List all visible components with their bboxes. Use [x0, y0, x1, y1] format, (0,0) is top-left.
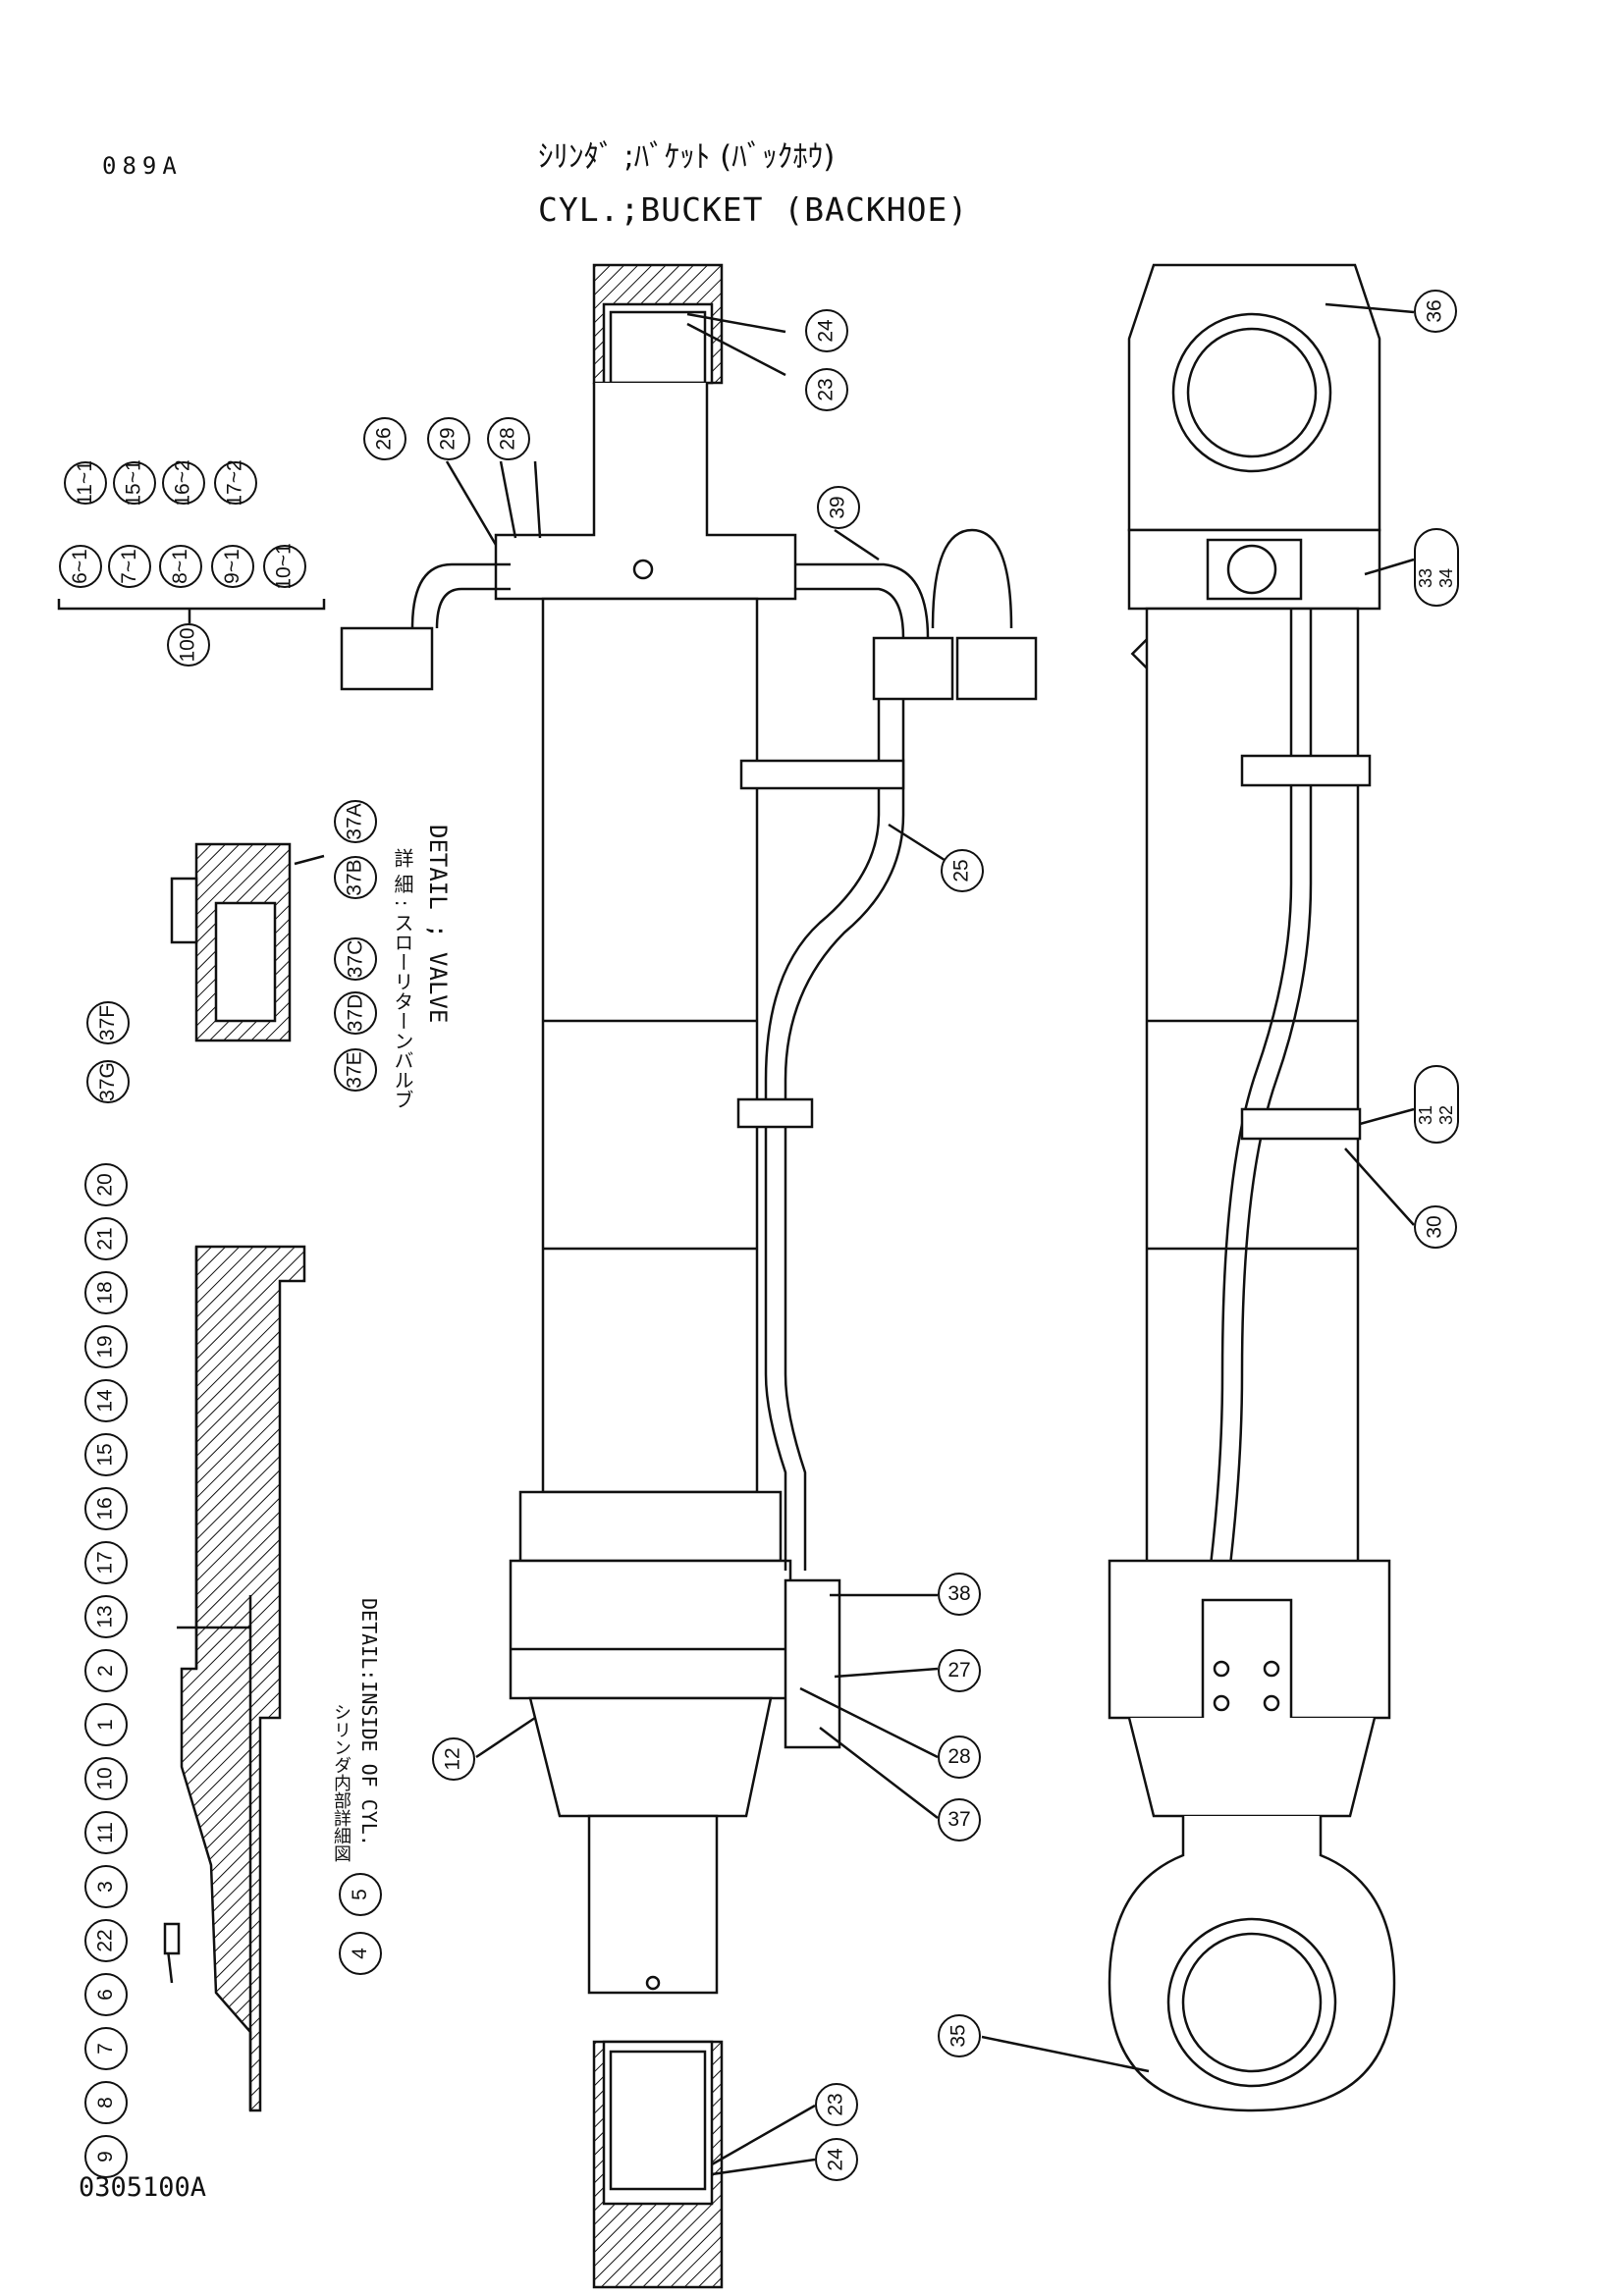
callout-6: 6 — [84, 1973, 128, 2016]
callout-18: 18 — [84, 1271, 128, 1314]
callout-39: 39 — [817, 486, 860, 529]
callout-38: 38 — [938, 1573, 981, 1616]
callout-kit-7: 7~1 — [108, 545, 151, 588]
callout-13: 13 — [84, 1595, 128, 1638]
callout-27: 27 — [938, 1649, 981, 1692]
title-english: CYL.;BUCKET (BACKHOE) — [538, 190, 969, 229]
callout-23-bottom: 23 — [815, 2083, 858, 2126]
callout-2: 2 — [84, 1649, 128, 1692]
callout-kit-11: 11~1 — [64, 460, 107, 506]
callout-kit-15: 15~1 — [113, 459, 156, 507]
valve-detail-japanese: 詳 細 : スローリターンバルブ — [391, 848, 414, 1109]
callout-kit-17: 17~2 — [214, 459, 257, 507]
callout-37F: 37F — [86, 1001, 130, 1044]
callout-37G: 37G — [86, 1060, 130, 1103]
callout-36: 36 — [1414, 290, 1457, 333]
callout-9: 9 — [84, 2135, 128, 2178]
callout-14: 14 — [84, 1379, 128, 1422]
inside-detail-english: DETAIL:INSIDE OF CYL. — [357, 1598, 381, 1846]
callout-33-34: 33 34 — [1414, 528, 1459, 607]
slow-return-valve — [784, 1578, 841, 1749]
inside-detail-section — [180, 1245, 306, 2112]
top-bushing — [1171, 312, 1332, 473]
callout-24-top: 24 — [805, 309, 848, 352]
callout-kit-16: 16~2 — [162, 459, 205, 507]
callout-16: 16 — [84, 1487, 128, 1530]
cylinder-barrel — [541, 597, 759, 1494]
callout-kit-6: 6~1 — [59, 545, 102, 588]
callout-37C: 37C — [334, 937, 377, 981]
bottom-bushing — [1166, 1917, 1337, 2088]
callout-28-top: 28 — [487, 417, 530, 460]
cylinder-head — [528, 1696, 773, 1818]
callout-37: 37 — [938, 1798, 981, 1842]
callout-22: 22 — [84, 1919, 128, 1962]
inside-detail-japanese: シリンダ内部詳細図 — [331, 1703, 352, 1862]
callout-10: 10 — [84, 1757, 128, 1800]
title-japanese: ｼﾘﾝﾀﾞ ;ﾊﾞｹｯﾄ (ﾊﾞｯｸﾎｳ) — [538, 139, 836, 175]
callout-kit-9: 9~1 — [211, 545, 254, 588]
callout-19: 19 — [84, 1325, 128, 1368]
callout-kit-10: 10~1 — [263, 543, 306, 590]
callout-5: 5 — [339, 1873, 382, 1916]
callout-26: 26 — [363, 417, 406, 460]
callout-25: 25 — [941, 849, 984, 892]
callout-11: 11 — [84, 1811, 128, 1854]
valve-detail-english: DETAIL ; VALVE — [424, 825, 452, 1024]
callout-37E: 37E — [334, 1048, 377, 1092]
callout-28-bottom: 28 — [938, 1735, 981, 1779]
callout-12: 12 — [432, 1737, 475, 1781]
callout-1: 1 — [84, 1703, 128, 1746]
callout-30: 30 — [1414, 1205, 1457, 1249]
callout-35: 35 — [938, 2014, 981, 2057]
callout-37A: 37A — [334, 800, 377, 843]
callout-23-top: 23 — [805, 368, 848, 411]
page-code: 089A — [102, 152, 183, 180]
callout-3: 3 — [84, 1865, 128, 1908]
callout-kit-100: 100 — [167, 623, 210, 667]
callout-7: 7 — [84, 2027, 128, 2070]
callout-24-bottom: 24 — [815, 2138, 858, 2181]
callout-kit-8: 8~1 — [159, 545, 202, 588]
callout-4: 4 — [339, 1932, 382, 1975]
callout-37B: 37B — [334, 856, 377, 899]
callout-21: 21 — [84, 1217, 128, 1260]
callout-37D: 37D — [334, 991, 377, 1035]
callout-31-32: 31 32 — [1414, 1065, 1459, 1144]
callout-15: 15 — [84, 1433, 128, 1476]
port-block — [494, 383, 797, 601]
callout-20: 20 — [84, 1163, 128, 1206]
callout-29: 29 — [427, 417, 470, 460]
callout-17: 17 — [84, 1541, 128, 1584]
rod-eye — [1108, 1816, 1396, 2112]
piston-rod — [587, 1814, 719, 1995]
callout-8: 8 — [84, 2081, 128, 2124]
